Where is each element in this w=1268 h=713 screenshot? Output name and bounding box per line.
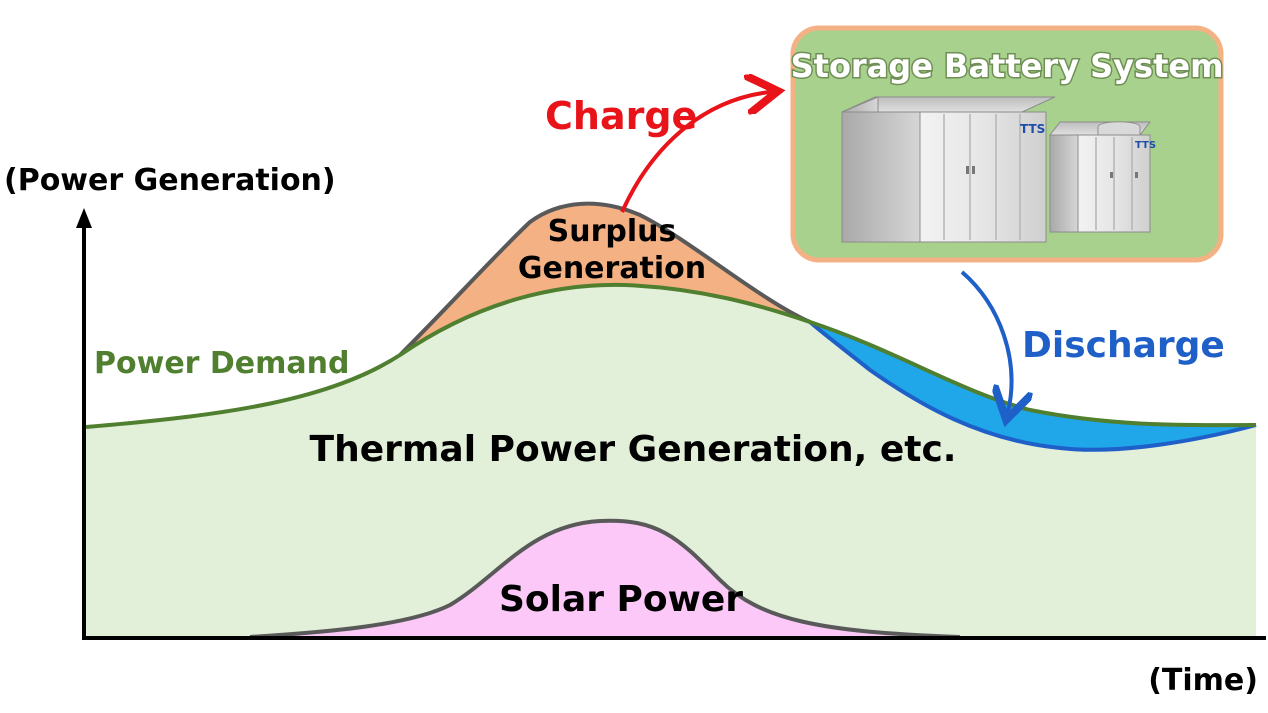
charge-arrow bbox=[620, 92, 770, 213]
solar-label: Solar Power bbox=[499, 579, 743, 620]
solar-outline bbox=[249, 518, 961, 639]
surplus-label-line1: Surplus bbox=[548, 214, 677, 249]
y-axis-arrowhead bbox=[76, 208, 92, 228]
x-axis-label: (Time) bbox=[1148, 663, 1258, 698]
charge-label: Charge bbox=[545, 94, 697, 138]
battery-logo-large: TTS bbox=[1020, 122, 1045, 136]
discharge-label: Discharge bbox=[1022, 325, 1225, 366]
y-axis-label: (Power Generation) bbox=[4, 163, 336, 198]
power-demand-line bbox=[85, 282, 1257, 429]
discharge-outline bbox=[808, 320, 1257, 452]
power-demand-label: Power Demand bbox=[94, 346, 349, 381]
battery-cabinet-large: TTS bbox=[841, 96, 1056, 243]
battery-cabinet-small: TTS bbox=[1048, 121, 1156, 233]
storage-battery-panel: Storage Battery System TTS bbox=[789, 25, 1225, 263]
battery-logo-small: TTS bbox=[1135, 140, 1156, 151]
surplus-area bbox=[400, 203, 810, 355]
discharge-area bbox=[810, 322, 1256, 450]
discharge-arrow bbox=[960, 270, 1011, 412]
solar-area bbox=[250, 520, 960, 637]
thermal-area bbox=[86, 284, 1256, 638]
surplus-outline bbox=[398, 201, 811, 357]
thermal-label: Thermal Power Generation, etc. bbox=[310, 429, 957, 470]
surplus-label-line2: Generation bbox=[518, 251, 706, 286]
battery-title: Storage Battery System bbox=[791, 47, 1224, 85]
